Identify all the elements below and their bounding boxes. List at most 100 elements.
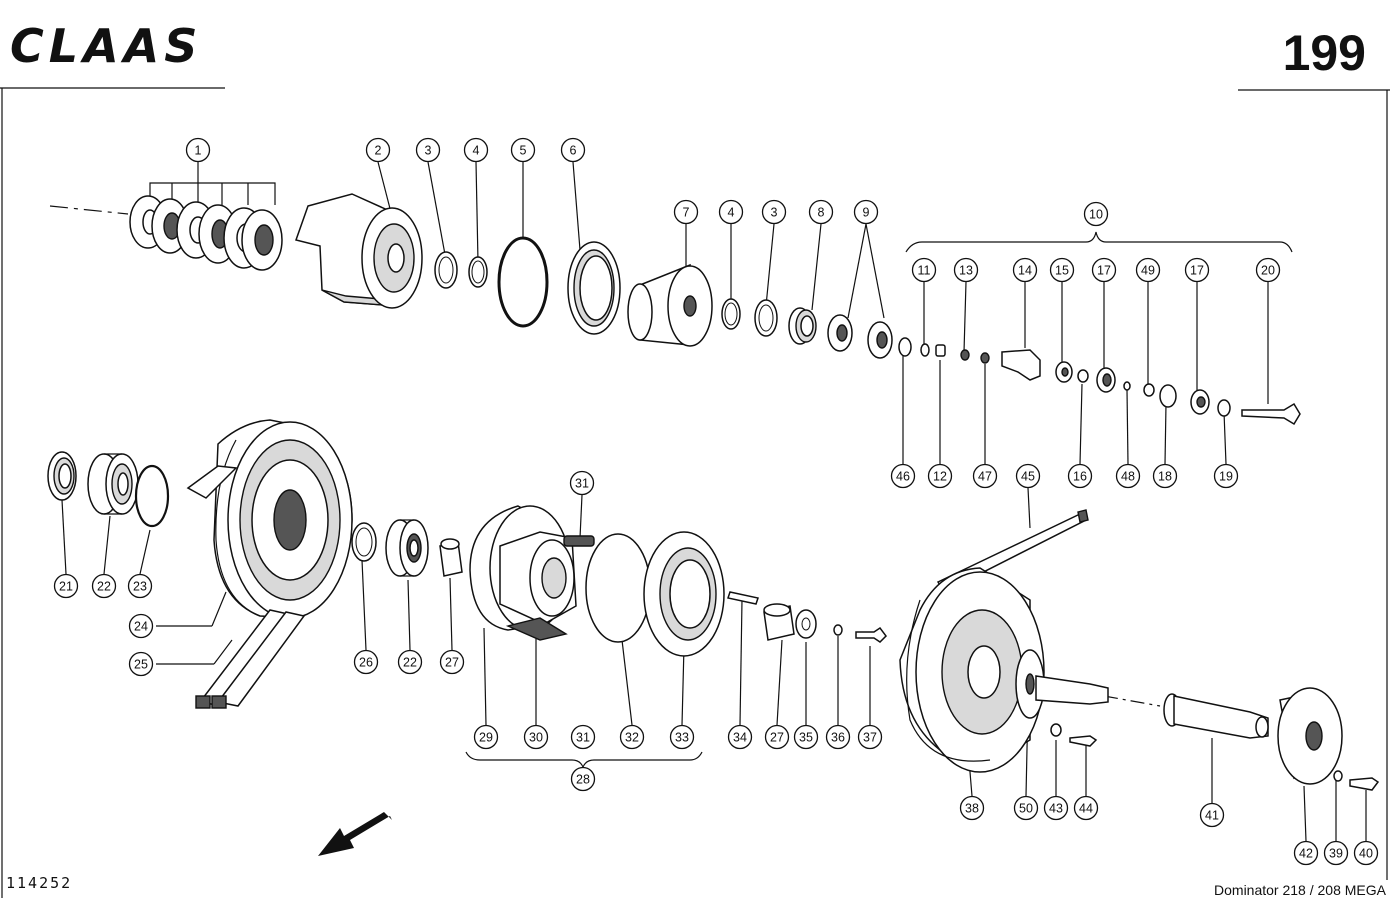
callout-circle	[1091, 257, 1117, 283]
page-number: 199	[1283, 25, 1366, 81]
callout-number: 24	[134, 620, 148, 634]
callout-2: 2	[365, 137, 391, 163]
callout-6: 6	[560, 137, 586, 163]
ball-bearing-part-22b	[385, 519, 429, 577]
callout-circle	[764, 724, 790, 750]
callout-11: 11	[911, 257, 937, 283]
callout-circle	[128, 651, 154, 677]
callout-28: 28	[570, 766, 596, 792]
callout-10: 10	[1083, 201, 1109, 227]
callout-circle	[473, 724, 499, 750]
callout-circle	[959, 795, 985, 821]
callout-circle	[523, 724, 549, 750]
callout-circle	[1013, 795, 1039, 821]
callout-50: 50	[1013, 795, 1039, 821]
callout-number: 32	[625, 731, 639, 745]
callout-37: 37	[857, 724, 883, 750]
callout-circle	[727, 724, 753, 750]
callout-number: 21	[59, 580, 73, 594]
callout-number: 41	[1205, 809, 1219, 823]
callout-number: 36	[831, 731, 845, 745]
callout-circle	[953, 257, 979, 283]
flange-part-42	[1277, 687, 1343, 785]
callout-circle	[761, 199, 787, 225]
ball-bearing-part-22	[87, 453, 139, 515]
model-label: Dominator 218 / 208 MEGA	[1214, 882, 1387, 898]
washer-stack-part-1	[129, 195, 283, 271]
callout-number: 10	[1089, 208, 1103, 222]
callout-number: 14	[1018, 264, 1032, 278]
snap-ring-part-5	[497, 236, 549, 328]
callout-number: 27	[445, 656, 459, 670]
callout-circle	[1353, 840, 1379, 866]
callout-19: 19	[1213, 463, 1239, 489]
callout-number: 45	[1021, 470, 1035, 484]
callout-number: 11	[918, 264, 931, 278]
callout-circle	[890, 463, 916, 489]
callout-number: 47	[978, 470, 992, 484]
callout-31: 31	[570, 724, 596, 750]
callout-circle	[1067, 463, 1093, 489]
callout-3: 3	[761, 199, 787, 225]
callout-number: 30	[529, 731, 543, 745]
spring-part-31	[563, 535, 595, 547]
callout-circle	[185, 137, 211, 163]
callout-4: 4	[463, 137, 489, 163]
callout-circle	[397, 649, 423, 675]
callout-number: 49	[1141, 264, 1155, 278]
bolt-part-37	[855, 626, 887, 643]
callout-number: 48	[1121, 470, 1135, 484]
callout-circle	[972, 463, 998, 489]
callout-22: 22	[91, 573, 117, 599]
callout-circle	[1184, 257, 1210, 283]
callout-number: 3	[771, 206, 778, 220]
callout-24: 24	[128, 613, 154, 639]
callout-22: 22	[397, 649, 423, 675]
callout-circle	[570, 724, 596, 750]
callout-circle	[1083, 201, 1109, 227]
o-ring-part-4b	[721, 298, 741, 330]
callout-circle	[1073, 795, 1099, 821]
belt-pulley-part-38	[899, 567, 1045, 773]
callout-13: 13	[953, 257, 979, 283]
callout-21: 21	[53, 573, 79, 599]
callout-40: 40	[1353, 840, 1379, 866]
callout-circle	[569, 470, 595, 496]
callout-number: 25	[134, 658, 148, 672]
washer-part-36	[833, 624, 843, 636]
callout-number: 44	[1079, 802, 1093, 816]
callout-circle	[463, 137, 489, 163]
callout-circle	[793, 724, 819, 750]
callout-number: 40	[1359, 847, 1373, 861]
callout-circle	[1255, 257, 1281, 283]
callout-29: 29	[473, 724, 499, 750]
callout-32: 32	[619, 724, 645, 750]
callout-number: 37	[863, 731, 877, 745]
callout-42: 42	[1293, 840, 1319, 866]
callout-circle	[1213, 463, 1239, 489]
bolt-part-44	[1069, 735, 1098, 747]
callout-circle	[128, 613, 154, 639]
callout-43: 43	[1043, 795, 1069, 821]
callout-circle	[669, 724, 695, 750]
friction-disc-part-32	[585, 533, 651, 643]
callout-circle	[1199, 802, 1225, 828]
claas-logo: CLAAS	[10, 19, 202, 73]
clutch-hub-part-30	[499, 531, 577, 641]
callout-circle	[1015, 463, 1041, 489]
o-ring-part-3	[434, 251, 458, 289]
callout-number: 18	[1158, 470, 1172, 484]
callout-circle	[1012, 257, 1038, 283]
callout-number: 1	[195, 144, 202, 158]
hub-flange-part-50	[1015, 649, 1045, 719]
callout-circle	[857, 724, 883, 750]
callout-number: 19	[1219, 470, 1233, 484]
callout-number: 31	[575, 477, 589, 491]
callout-circle	[53, 573, 79, 599]
callout-number: 20	[1261, 264, 1275, 278]
callout-circle	[365, 137, 391, 163]
callout-number: 5	[520, 144, 527, 158]
callout-number: 12	[933, 470, 947, 484]
pin-part-34	[727, 591, 759, 605]
shaft-stub-part-50	[1035, 675, 1109, 705]
